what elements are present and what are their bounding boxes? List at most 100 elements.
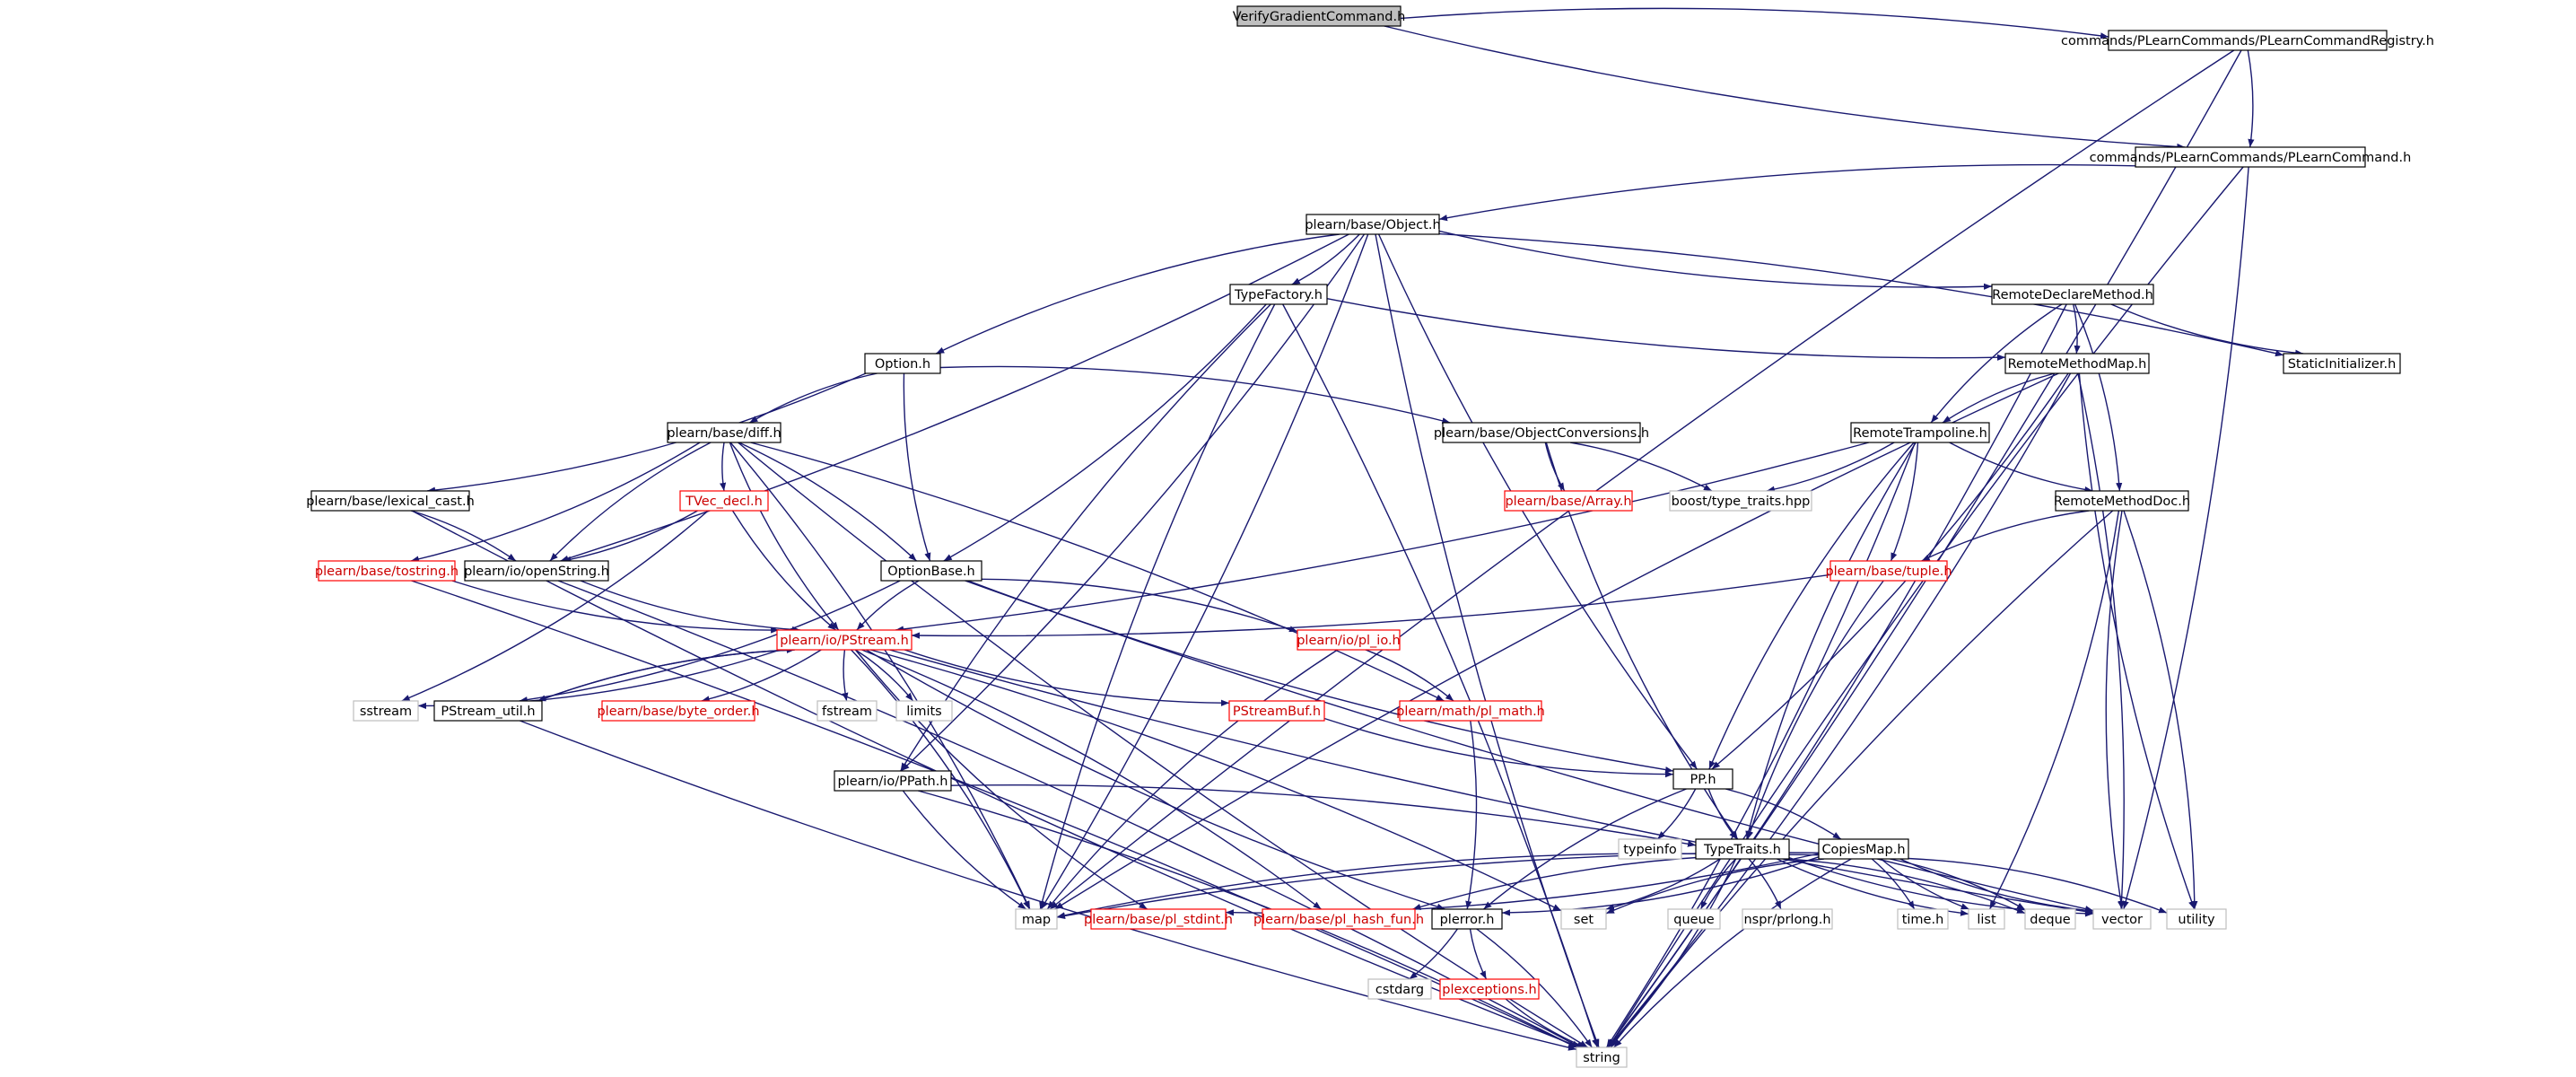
node-list[interactable]: list xyxy=(1968,908,2005,930)
node-timeh[interactable]: time.h xyxy=(1897,908,1949,930)
edge-typetraits-to-queue xyxy=(1699,858,1736,910)
edge-typefactory-to-remotemap xyxy=(1326,298,2006,361)
node-ppath[interactable]: plearn/io/PPath.h xyxy=(834,770,952,792)
node-lexcast[interactable]: plearn/base/lexical_cast.h xyxy=(306,490,475,512)
node-registry[interactable]: commands/PLearnCommands/PLearnCommandReg… xyxy=(2061,30,2434,51)
node-pstreamutil[interactable]: PStream_util.h xyxy=(433,700,543,722)
node-box xyxy=(1439,978,1540,1000)
node-stdint[interactable]: plearn/base/pl_stdint.h xyxy=(1084,908,1233,930)
node-box xyxy=(1818,838,1909,860)
node-remotedecl[interactable]: RemoteDeclareMethod.h xyxy=(1991,284,2154,305)
node-label: PStream_util.h xyxy=(441,705,535,719)
node-box xyxy=(1228,700,1325,722)
edge-plio-to-plmath xyxy=(1365,649,1454,702)
node-queue[interactable]: queue xyxy=(1667,908,1721,930)
node-hashfun[interactable]: plearn/base/pl_hash_fun.h xyxy=(1253,908,1424,930)
node-limits[interactable]: limits xyxy=(895,700,953,722)
node-string[interactable]: string xyxy=(1576,1046,1628,1068)
edge-diff-to-optionbase xyxy=(738,442,917,562)
node-trampoline[interactable]: RemoteTrampoline.h xyxy=(1850,422,1990,443)
node-sstream[interactable]: sstream xyxy=(353,700,419,722)
node-label: Option.h xyxy=(875,357,930,372)
edge-pstream-to-stdint xyxy=(854,649,1148,910)
node-deque[interactable]: deque xyxy=(2024,908,2076,930)
node-label: plearn/base/byte_order.h xyxy=(597,705,759,719)
node-typetraits[interactable]: TypeTraits.h xyxy=(1695,838,1790,860)
node-label: plearn/base/pl_hash_fun.h xyxy=(1253,913,1424,927)
node-label: PP.h xyxy=(1690,773,1716,787)
node-option[interactable]: Option.h xyxy=(864,353,941,374)
node-vector[interactable]: vector xyxy=(2092,908,2152,930)
node-optionbase[interactable]: OptionBase.h xyxy=(880,560,982,582)
edge-remotemap-to-trampoline xyxy=(1942,372,2056,424)
edge-plerror-to-plexceptions xyxy=(1469,928,1488,980)
node-label: plearn/base/tostring.h xyxy=(315,565,458,579)
node-objconv[interactable]: plearn/base/ObjectConversions.h xyxy=(1434,422,1649,443)
node-plcmd[interactable]: commands/PLearnCommands/PLearnCommand.h xyxy=(2090,146,2412,168)
node-typefactory[interactable]: TypeFactory.h xyxy=(1229,284,1328,305)
node-plexceptions[interactable]: plexceptions.h xyxy=(1439,978,1540,1000)
edge-lexcast-to-openstring xyxy=(410,510,517,562)
edge-tvecdecl-to-sstream xyxy=(401,510,709,702)
edge-optionbase-to-vector xyxy=(965,580,2094,913)
node-label: plearn/base/Object.h xyxy=(1305,218,1440,232)
node-map[interactable]: map xyxy=(1015,908,1058,930)
node-pstream[interactable]: plearn/io/PStream.h xyxy=(776,629,913,651)
node-byteorder[interactable]: plearn/base/byte_order.h xyxy=(597,700,760,722)
edge-pstream-to-hashfun xyxy=(861,649,1322,910)
edge-optionbase-to-pstreamutil xyxy=(519,580,901,704)
edge-tvecdecl-to-pstream xyxy=(731,510,836,631)
edge-remotedoc-to-utility xyxy=(2123,510,2198,910)
node-plio[interactable]: plearn/io/pl_io.h xyxy=(1297,629,1401,651)
edge-pstream-to-byteorder xyxy=(701,649,822,703)
edge-layer xyxy=(401,7,2304,1051)
edge-remotedecl-to-remotemap xyxy=(2073,303,2081,355)
node-tvecdecl[interactable]: TVec_decl.h xyxy=(679,490,769,512)
node-fstream[interactable]: fstream xyxy=(816,700,878,722)
edge-typetraits-to-string xyxy=(1607,858,1737,1048)
node-typeinfo[interactable]: typeinfo xyxy=(1618,838,1682,860)
node-label: map xyxy=(1022,913,1051,927)
node-plmath[interactable]: plearn/math/pl_math.h xyxy=(1396,700,1545,722)
edge-remotedoc-to-vector xyxy=(2105,510,2125,910)
node-boosttt[interactable]: boost/type_traits.hpp xyxy=(1669,490,1812,512)
node-pph[interactable]: PP.h xyxy=(1672,768,1733,790)
node-diff[interactable]: plearn/base/diff.h xyxy=(667,422,782,443)
node-remotedoc[interactable]: RemoteMethodDoc.h xyxy=(2054,490,2190,512)
node-remotemap[interactable]: RemoteMethodMap.h xyxy=(2004,353,2150,374)
node-label: fstream xyxy=(822,705,872,719)
node-label: plearn/math/pl_math.h xyxy=(1396,705,1545,719)
node-box xyxy=(2283,353,2401,374)
node-pstreambuf[interactable]: PStreamBuf.h xyxy=(1228,700,1325,722)
node-staticinit[interactable]: StaticInitializer.h xyxy=(2283,353,2401,374)
node-box xyxy=(895,700,953,722)
node-openstring[interactable]: plearn/io/openString.h xyxy=(464,560,609,582)
node-copiesmap[interactable]: CopiesMap.h xyxy=(1818,838,1909,860)
node-set[interactable]: set xyxy=(1560,908,1607,930)
node-plerror[interactable]: plerror.h xyxy=(1431,908,1503,930)
node-utility[interactable]: utility xyxy=(2166,908,2227,930)
edge-tuple-to-typetraits xyxy=(1747,580,1884,840)
edge-pph-to-plerror xyxy=(1483,788,1687,910)
edge-copiesmap-to-plerror xyxy=(1501,856,1820,916)
edge-remotemap-to-vector xyxy=(2077,372,2126,910)
node-object[interactable]: plearn/base/Object.h xyxy=(1305,214,1441,235)
node-label: plearn/base/Array.h xyxy=(1505,495,1631,509)
edge-trampoline-to-pstream xyxy=(895,442,1870,633)
edge-typetraits-to-map xyxy=(1056,853,1697,919)
node-box xyxy=(1262,908,1416,930)
node-label: limits xyxy=(906,705,941,719)
edge-plcmd-to-object xyxy=(1438,163,2136,222)
node-cstdarg[interactable]: cstdarg xyxy=(1367,978,1432,1000)
node-tostring[interactable]: plearn/base/tostring.h xyxy=(315,560,458,582)
node-label: plerror.h xyxy=(1440,913,1495,927)
edge-object-to-ppath xyxy=(901,233,1366,772)
node-array[interactable]: plearn/base/Array.h xyxy=(1504,490,1633,512)
node-box xyxy=(1742,908,1833,930)
node-tuple[interactable]: plearn/base/tuple.h xyxy=(1825,560,1952,582)
edge-diff-to-string xyxy=(738,442,1588,1048)
edge-pph-to-typetraits xyxy=(1707,788,1738,840)
node-box xyxy=(601,700,755,722)
node-root[interactable]: VerifyGradientCommand.h xyxy=(1233,5,1406,27)
node-nspr[interactable]: nspr/prlong.h xyxy=(1742,908,1833,930)
